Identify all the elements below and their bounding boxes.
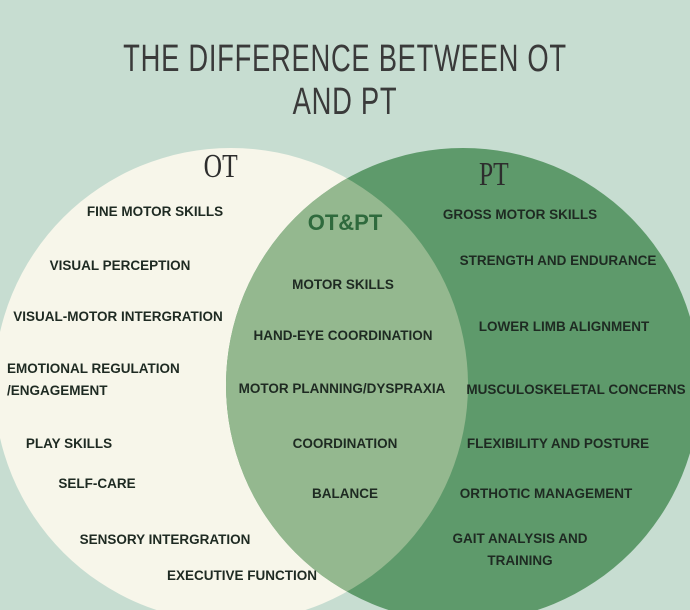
- both-item: BALANCE: [312, 486, 378, 501]
- pt-item: MUSCULOSKELETAL CONCERNS: [466, 382, 686, 397]
- ot-label: OT: [203, 148, 238, 185]
- both-item: MOTOR PLANNING/DYSPRAXIA: [238, 381, 446, 396]
- overlap-label: OT&PT: [307, 210, 383, 235]
- pt-item: GROSS MOTOR SKILLS: [442, 207, 598, 222]
- pt-item: FLEXIBILITY AND POSTURE: [466, 436, 650, 451]
- ot-item: SELF-CARE: [58, 476, 136, 491]
- ot-item: FINE MOTOR SKILLS: [86, 204, 224, 219]
- ot-item: PLAY SKILLS: [25, 436, 113, 451]
- ot-item: EMOTIONAL REGULATION: [7, 361, 180, 376]
- both-item: HAND-EYE COORDINATION: [253, 328, 433, 343]
- ot-item: SENSORY INTERGRATION: [79, 532, 251, 547]
- pt-item: TRAINING: [487, 553, 553, 568]
- overlap-region: [226, 148, 468, 610]
- pt-item: LOWER LIMB ALIGNMENT: [478, 319, 650, 334]
- pt-item: GAIT ANALYSIS AND: [452, 531, 588, 546]
- pt-item: ORTHOTIC MANAGEMENT: [459, 486, 633, 501]
- ot-item: EXECUTIVE FUNCTION: [166, 568, 318, 583]
- page-title: THE DIFFERENCE BETWEEN OT AND PT: [123, 38, 567, 123]
- pt-label: PT: [478, 156, 509, 193]
- pt-item: STRENGTH AND ENDURANCE: [459, 253, 657, 268]
- ot-item: VISUAL PERCEPTION: [49, 258, 191, 273]
- both-item: MOTOR SKILLS: [292, 277, 394, 292]
- ot-item: /ENGAGEMENT: [7, 383, 108, 398]
- both-item: COORDINATION: [292, 436, 398, 451]
- ot-item: VISUAL-MOTOR INTERGRATION: [13, 309, 223, 324]
